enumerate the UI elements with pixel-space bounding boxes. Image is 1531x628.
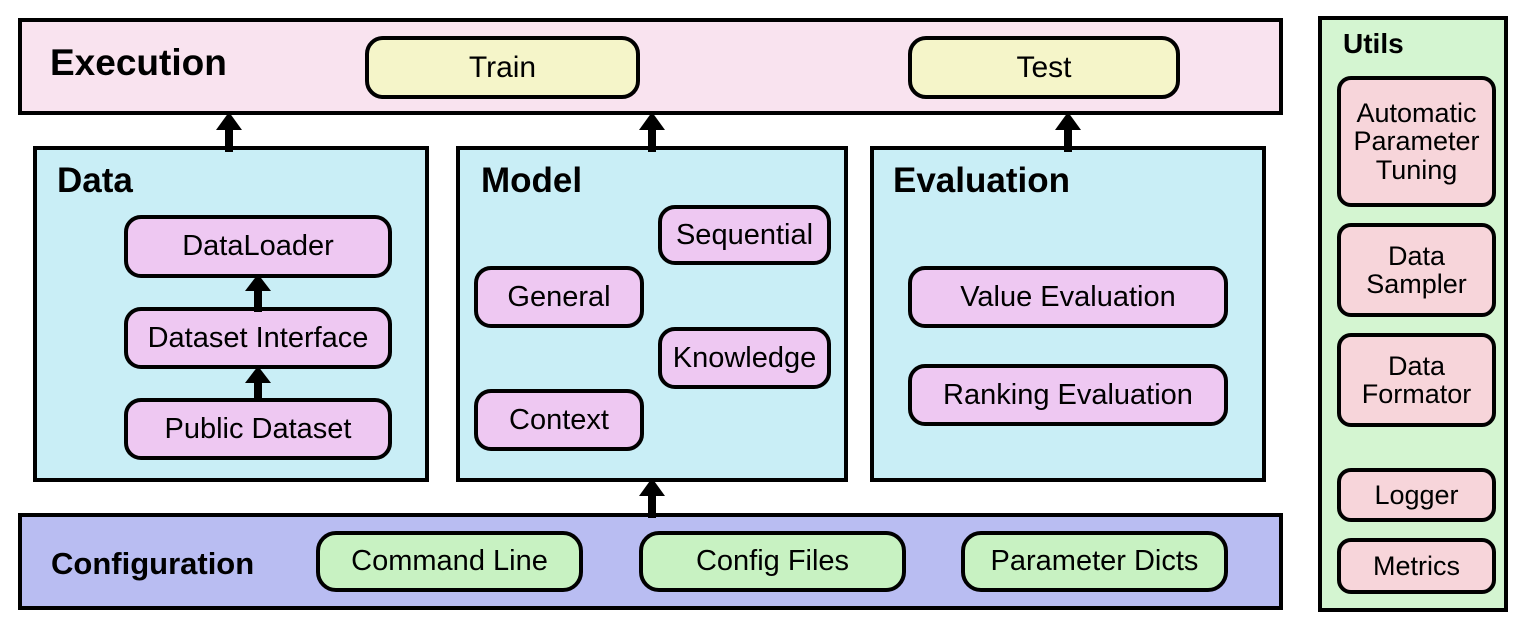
node-public-dataset[interactable]: Public Dataset — [124, 398, 392, 460]
node-value-evaluation[interactable]: Value Evaluation — [908, 266, 1228, 328]
execution-panel-title: Execution — [50, 42, 227, 83]
node-knowledge[interactable]: Knowledge — [658, 327, 831, 389]
node-context[interactable]: Context — [474, 389, 644, 451]
node-general[interactable]: General — [474, 266, 644, 328]
evaluation-panel-title: Evaluation — [893, 161, 1070, 200]
model-panel-title: Model — [481, 161, 583, 200]
node-command-line[interactable]: Command Line — [316, 531, 583, 592]
arrow-dataset-interface-to-dataloader — [242, 274, 274, 312]
node-dataloader[interactable]: DataLoader — [124, 215, 392, 278]
node-logger[interactable]: Logger — [1337, 468, 1496, 522]
node-sequential[interactable]: Sequential — [658, 205, 831, 265]
node-ranking-evaluation[interactable]: Ranking Evaluation — [908, 364, 1228, 426]
node-data-formator[interactable]: Data Formator — [1337, 333, 1496, 427]
node-data-sampler[interactable]: Data Sampler — [1337, 223, 1496, 317]
arrow-configuration-to-model — [636, 478, 668, 518]
configuration-panel-title: Configuration — [51, 546, 255, 581]
arrow-public-dataset-to-dataset-interface — [242, 366, 274, 402]
node-parameter-dicts[interactable]: Parameter Dicts — [961, 531, 1228, 592]
arrow-evaluation-to-execution — [1052, 112, 1084, 152]
utils-panel-title: Utils — [1343, 28, 1404, 59]
node-config-files[interactable]: Config Files — [639, 531, 906, 592]
node-train[interactable]: Train — [365, 36, 640, 99]
arrow-model-to-execution — [636, 112, 668, 152]
node-dataset-interface[interactable]: Dataset Interface — [124, 307, 392, 369]
arrow-data-to-execution — [213, 112, 245, 152]
node-metrics[interactable]: Metrics — [1337, 538, 1496, 594]
node-automatic-parameter-tuning[interactable]: Automatic Parameter Tuning — [1337, 76, 1496, 207]
data-panel-title: Data — [57, 161, 133, 200]
node-test[interactable]: Test — [908, 36, 1180, 99]
